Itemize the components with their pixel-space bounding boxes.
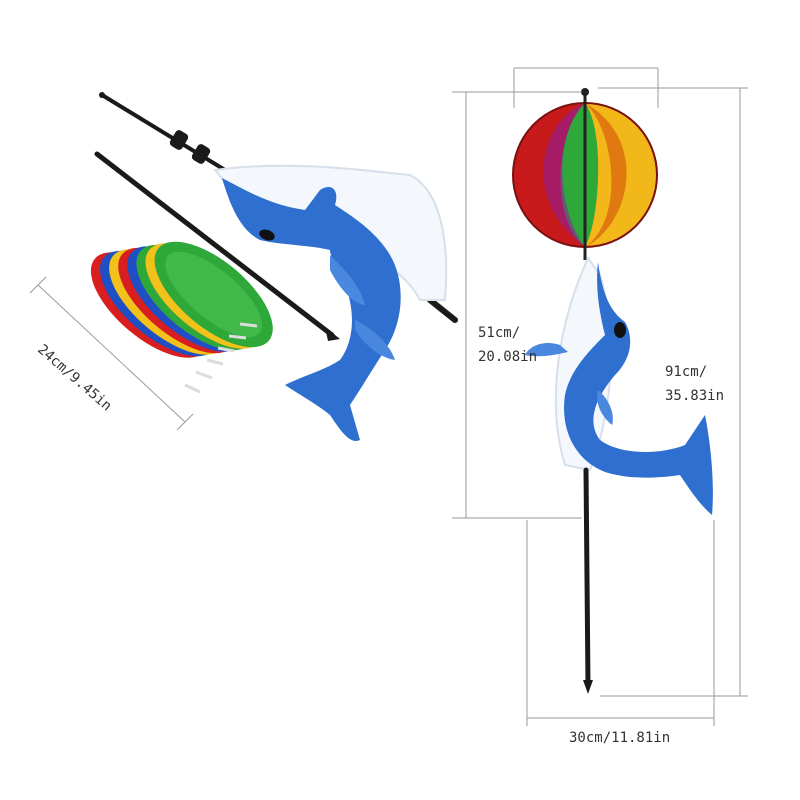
petal-dimension-line [29, 276, 194, 431]
dimension-lines [452, 67, 748, 726]
total-height-cm-label: 91cm/ [665, 364, 708, 380]
dolphin-windspinner-icon [512, 88, 713, 694]
sequin-petal-stack-icon [90, 241, 273, 394]
dolphin-height-in-label: 20.08in [478, 349, 538, 365]
total-height-in-label: 35.83in [665, 388, 725, 404]
garden-stake-icon [94, 92, 458, 341]
dolphin-spinner-icon [213, 164, 448, 441]
dolphin-height-cm-label: 51cm/ [478, 325, 521, 341]
rainbow-ball-icon [512, 88, 658, 260]
width-label: 30cm/11.81in [569, 730, 671, 746]
